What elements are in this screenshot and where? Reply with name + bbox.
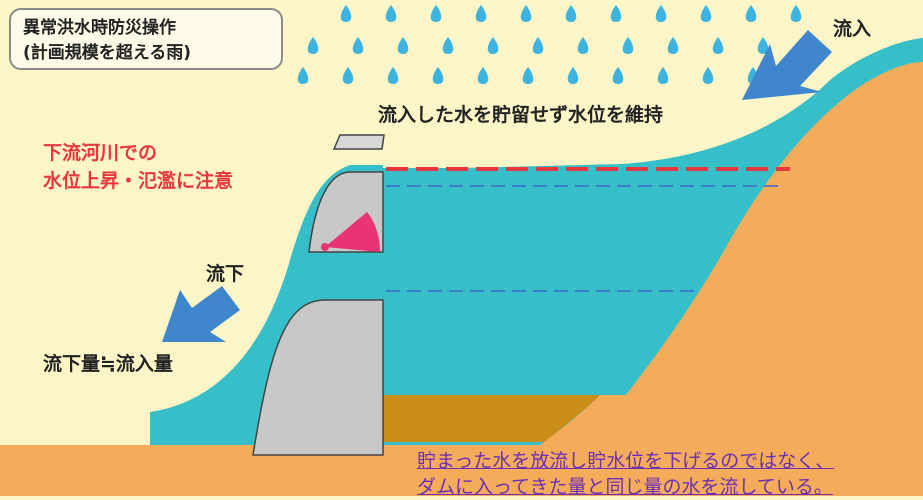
title-line-2: (計画規模を超える雨) bbox=[23, 43, 192, 63]
title-line-1: 異常洪水時防災操作 bbox=[23, 18, 176, 38]
raindrop-icon bbox=[745, 5, 757, 22]
radial-gate-pivot bbox=[321, 243, 329, 251]
raindrop-icon bbox=[297, 67, 309, 84]
raindrop-icon bbox=[387, 67, 399, 84]
downstream-warning: 下流河川での 水位上昇・氾濫に注意 bbox=[43, 139, 233, 195]
raindrop-icon bbox=[622, 37, 634, 54]
raindrop-icon bbox=[340, 5, 352, 22]
raindrop-icon bbox=[567, 67, 579, 84]
raindrop-icon bbox=[610, 5, 622, 22]
ground-bottom bbox=[0, 395, 923, 496]
raindrop-icon bbox=[700, 5, 712, 22]
raindrop-icon bbox=[565, 5, 577, 22]
raindrop-icon bbox=[385, 5, 397, 22]
explanation-note: 貯まった水を放流し貯水位を下げるのではなく、 ダムに入ってきた量と同じ量の水を流… bbox=[417, 448, 834, 500]
dam-crest-plate bbox=[332, 134, 385, 150]
raindrop-icon bbox=[655, 5, 667, 22]
keep-level-label: 流入した水を貯留せず水位を維持 bbox=[378, 104, 664, 126]
raindrop-icon bbox=[432, 67, 444, 84]
raindrop-icon bbox=[307, 37, 319, 54]
raindrop-icon bbox=[442, 37, 454, 54]
raindrop-icon bbox=[352, 37, 364, 54]
raindrop-icon bbox=[702, 67, 714, 84]
raindrop-icon bbox=[532, 37, 544, 54]
raindrop-icon bbox=[577, 37, 589, 54]
sediment bbox=[383, 395, 600, 442]
reservoir-water bbox=[383, 168, 760, 395]
dam-body bbox=[252, 299, 384, 456]
warning-line-2: 水位上昇・氾濫に注意 bbox=[43, 170, 234, 192]
raindrop-icon bbox=[477, 67, 489, 84]
raindrop-icon bbox=[430, 5, 442, 22]
inflow-arrow-icon bbox=[742, 30, 832, 100]
raindrop-icon bbox=[475, 5, 487, 22]
raindrop-icon bbox=[667, 37, 679, 54]
raindrop-icon bbox=[342, 67, 354, 84]
inflow-label: 流入 bbox=[833, 18, 872, 40]
raindrop-icon bbox=[487, 37, 499, 54]
note-line-2: ダムに入ってきた量と同じ量の水を流している。 bbox=[417, 476, 833, 498]
radial-gate bbox=[325, 212, 380, 252]
raindrop-icon bbox=[657, 67, 669, 84]
warning-line-1: 下流河川での bbox=[43, 142, 158, 164]
raindrop-icon bbox=[397, 37, 409, 54]
outflow-label: 流下 bbox=[206, 263, 245, 285]
raindrop-icon bbox=[790, 5, 802, 22]
outflow-equals-inflow-label: 流下量≒流入量 bbox=[43, 353, 173, 375]
hill bbox=[540, 62, 923, 496]
raindrop-icon bbox=[522, 67, 534, 84]
outflow-arrow-icon bbox=[162, 286, 240, 342]
raindrop-icon bbox=[612, 67, 624, 84]
raindrop-icon bbox=[712, 37, 724, 54]
rain-drops bbox=[297, 5, 814, 84]
note-line-1: 貯まった水を放流し貯水位を下げるのではなく、 bbox=[417, 450, 835, 472]
raindrop-icon bbox=[520, 5, 532, 22]
title-box: 異常洪水時防災操作 (計画規模を超える雨) bbox=[9, 8, 283, 70]
raindrop-icon bbox=[757, 37, 769, 54]
